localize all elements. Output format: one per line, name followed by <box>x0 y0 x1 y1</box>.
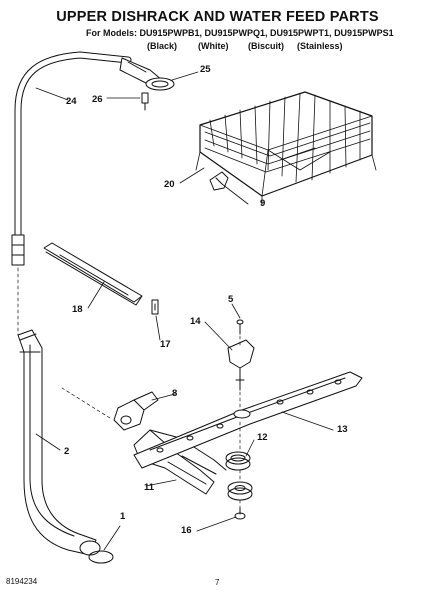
callout-17: 17 <box>160 339 171 350</box>
callout-20: 20 <box>164 179 175 190</box>
part-14-support <box>227 339 255 391</box>
color-stainless: (Stainless) <box>297 41 343 51</box>
assembly-lines <box>17 267 241 509</box>
part-17-stop <box>151 299 159 315</box>
part-5-screw <box>236 319 244 335</box>
page-title: UPPER DISHRACK AND WATER FEED PARTS <box>56 9 379 25</box>
callout-9: 9 <box>260 198 266 209</box>
part-11-manifold <box>133 429 227 495</box>
part-18-rail <box>43 242 143 306</box>
callout-18: 18 <box>72 304 83 315</box>
callout-2: 2 <box>64 446 70 457</box>
color-white: (White) <box>198 41 229 51</box>
part-8-mount <box>113 391 159 431</box>
part-20-upper-rack <box>195 91 377 206</box>
part-1-o-ring <box>88 550 114 564</box>
page-number: 7 <box>215 578 220 587</box>
callout-8: 8 <box>172 388 178 399</box>
callout-14: 14 <box>190 316 201 327</box>
part-24-feed-tube <box>11 51 132 266</box>
part-25-nozzle <box>119 57 175 91</box>
callout-11: 11 <box>144 482 155 493</box>
part-2-conduit <box>17 329 101 556</box>
callout-5: 5 <box>228 294 234 305</box>
part-12-seal <box>225 451 251 471</box>
leader-lines <box>35 71 334 551</box>
callout-1: 1 <box>120 511 126 522</box>
color-biscuit: (Biscuit) <box>248 41 284 51</box>
part-11-hub <box>227 481 253 501</box>
part-26-screw <box>141 92 149 111</box>
model-list: For Models: DU915PWPB1, DU915PWPQ1, DU91… <box>86 28 394 38</box>
callout-12: 12 <box>257 432 268 443</box>
callout-24: 24 <box>66 96 77 107</box>
callout-26: 26 <box>92 94 103 105</box>
document-number: 8194234 <box>6 577 38 586</box>
callout-13: 13 <box>337 424 348 435</box>
part-9-clip <box>209 171 229 191</box>
callout-16: 16 <box>181 525 192 536</box>
part-13-spray-arm <box>133 371 363 469</box>
color-black: (Black) <box>147 41 178 51</box>
callout-25: 25 <box>200 64 211 75</box>
part-16-grommet <box>234 507 246 520</box>
